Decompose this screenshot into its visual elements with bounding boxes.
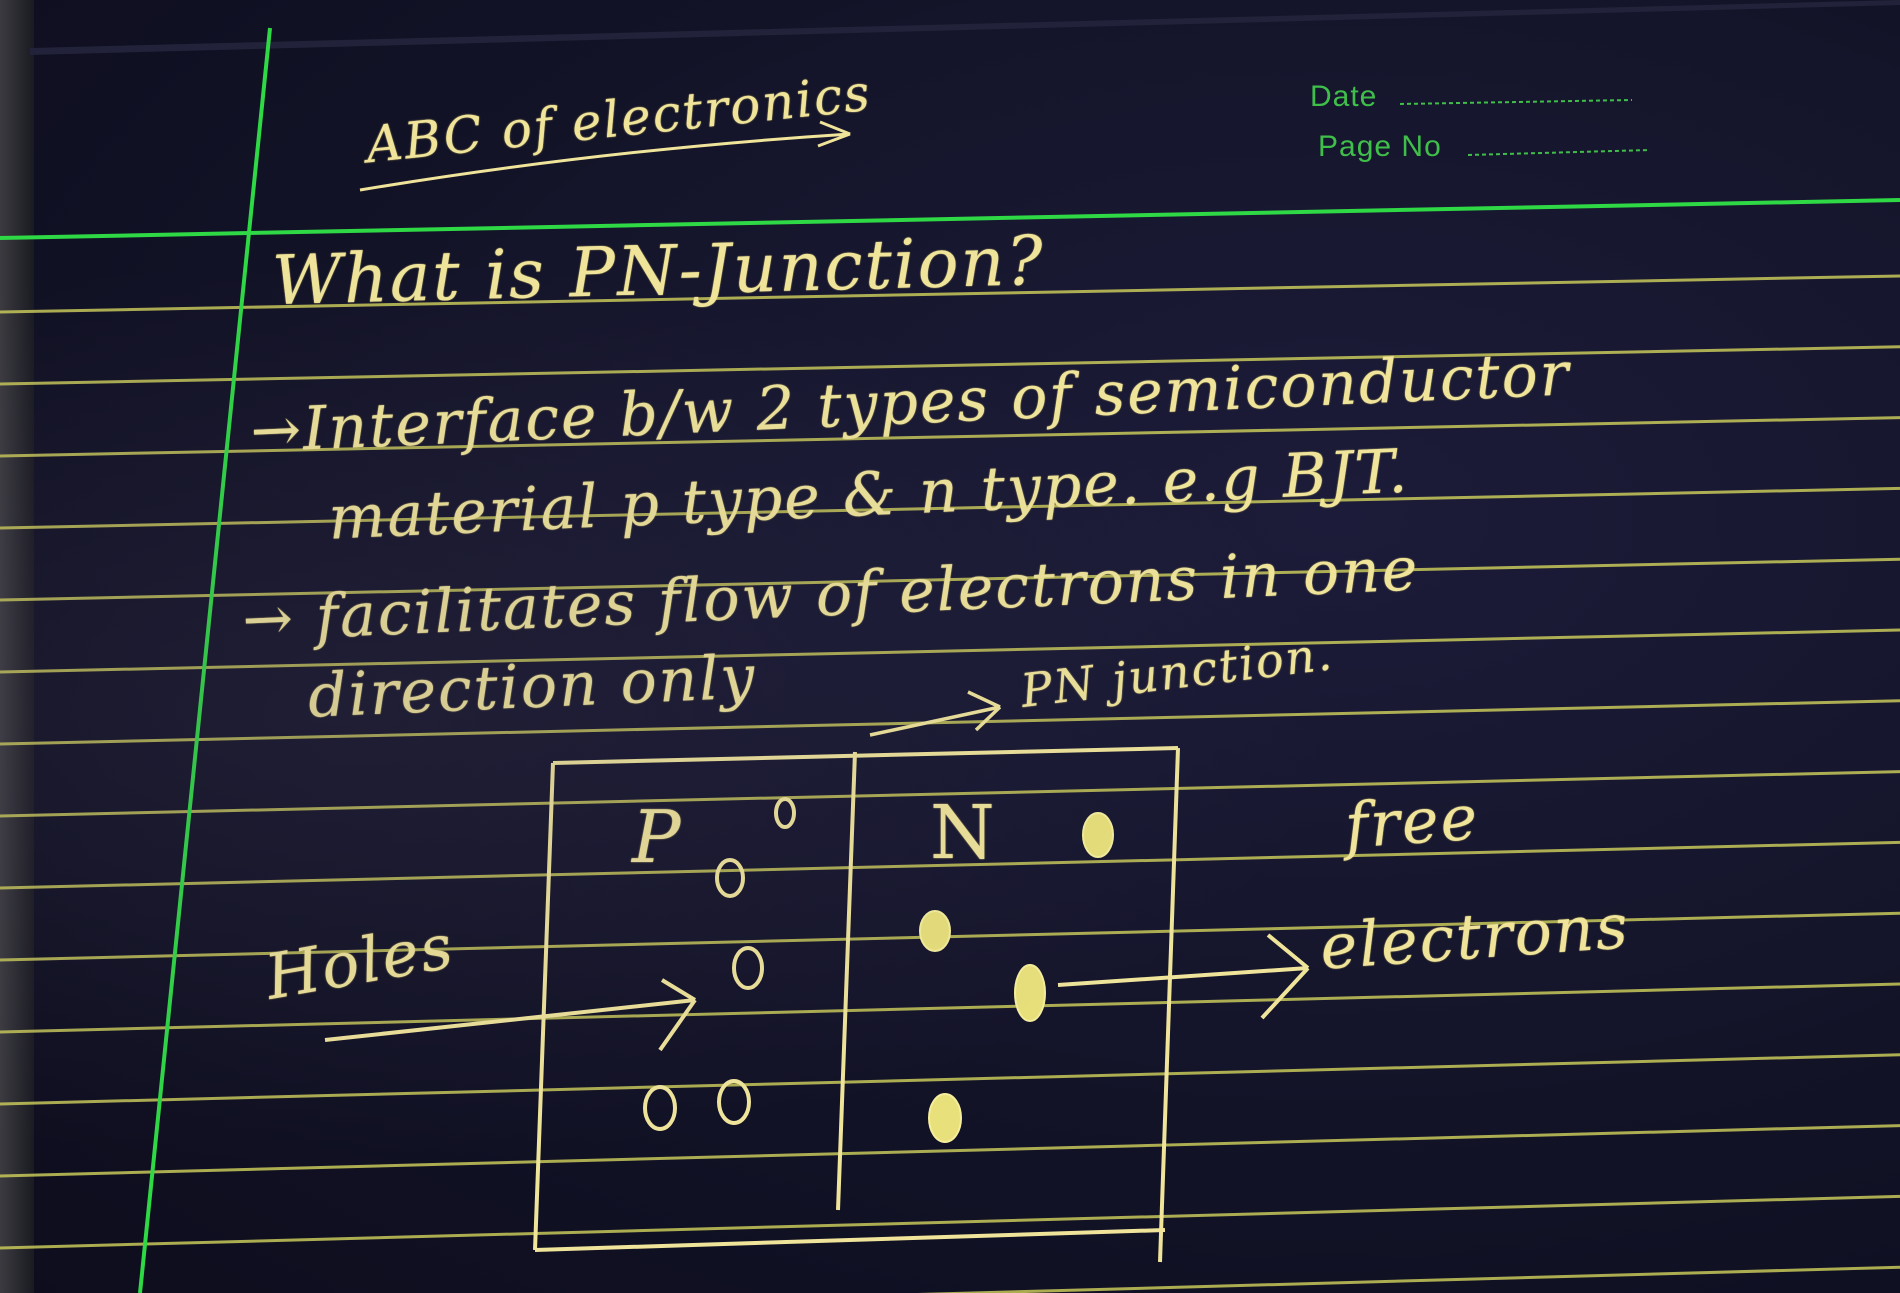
rule-line [0, 416, 1900, 458]
diagram-right-side [1158, 747, 1180, 1263]
rule-line [0, 628, 1900, 674]
diagram-junction-line [836, 751, 857, 1211]
title-underline-arrow [359, 120, 851, 192]
date-label: Date [1310, 80, 1378, 113]
free-label: free [1342, 780, 1482, 863]
page-no-label: Page No [1318, 130, 1442, 163]
holes-arrow [324, 978, 697, 1052]
electron [1082, 812, 1114, 858]
rule-line [0, 699, 1900, 746]
pn-junction-diagram [533, 746, 1180, 1263]
rule-line [0, 274, 1900, 314]
electron [1014, 964, 1046, 1022]
page-top-edge [30, 0, 1900, 55]
rule-line [0, 1053, 1900, 1106]
margin-line [138, 27, 272, 1293]
hole [643, 1085, 677, 1131]
rule-line [0, 840, 1900, 890]
diagram-top-side [552, 746, 1179, 765]
electron [928, 1093, 962, 1143]
rule-line [0, 557, 1900, 602]
hole [717, 1079, 751, 1125]
notebook-spine-shadow [0, 0, 34, 1293]
free-electrons [919, 812, 1114, 1143]
rule-line [0, 982, 1900, 1034]
pn-junction-arrow [869, 690, 1002, 737]
electron [919, 910, 951, 952]
diagram-bottom-side [534, 1228, 1166, 1252]
rule-line [0, 770, 1900, 818]
p-region-label: P [632, 795, 683, 879]
hole [732, 946, 764, 990]
hole [715, 858, 745, 898]
holes [643, 797, 796, 1131]
rule-line [0, 1194, 1900, 1250]
electrons-arrow [1057, 933, 1310, 1020]
diagram-left-side [533, 762, 555, 1251]
hole [774, 797, 796, 829]
page-no-underline [1467, 149, 1651, 156]
rule-line [0, 345, 1900, 386]
rule-line [0, 486, 1900, 530]
header-line [0, 198, 1900, 240]
date-underline [1399, 99, 1633, 105]
rule-line [0, 1124, 1900, 1178]
rule-line [917, 1265, 1900, 1293]
n-region-label: N [930, 790, 997, 876]
